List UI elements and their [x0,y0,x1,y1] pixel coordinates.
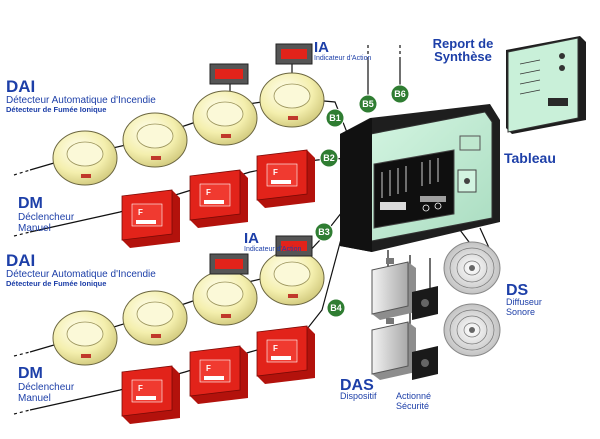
call-point-letter: F [273,168,278,177]
label-line: Diffuseur [506,297,542,307]
cable-dm-top-dash [13,231,31,237]
cable-dm-bot-dash [13,409,31,415]
smoke-detector-icon [259,72,325,128]
action-indicator-icon [209,63,249,85]
smoke-detector-icon [122,290,188,346]
label-line: Détecteur de Fumée Ionique [6,105,106,114]
label-line: Sonore [506,307,535,317]
label-title: DAS [340,377,374,394]
action-indicator-icon [275,235,313,257]
bus-label: B5 [362,99,374,109]
label-title: IA [314,39,329,56]
cable-dai-top-dash [13,169,31,176]
das-module-icon [371,318,438,380]
ia-indicators [209,43,313,275]
smoke-detector-icon [192,270,258,326]
siren-icon [443,241,501,295]
label-dm-top: DM Déclencheur Manuel [18,195,75,234]
dm-row-bot: F F F [121,325,315,424]
bus-label: B2 [323,153,335,163]
label-das: DAS Dispositif Actionné Sécurité [340,377,431,411]
manual-call-point-icon: F [189,169,248,228]
manual-call-point-icon: F [121,189,180,248]
label-dai-top: DAI Détecteur Automatique d'Incendie Dét… [6,77,156,114]
bus-badge-b3: B3 [314,222,334,242]
bus-badge-b5: B5 [358,94,378,114]
bus-badge-b2: B2 [319,148,339,168]
call-point-letter: F [138,208,143,217]
label-dm-bot: DM Déclencheur Manuel [18,365,75,404]
manual-call-point-icon: F [121,365,180,424]
cable-report-dash [367,45,401,60]
label-line: Manuel [18,223,51,234]
bus-label: B3 [318,227,330,237]
smoke-detector-icon [52,130,118,186]
bus-badge-b4: B4 [326,298,346,318]
label-line: Détecteur Automatique d'Incendie [6,269,156,280]
label-title: DAI [6,251,35,270]
manual-call-point-icon: F [256,149,315,208]
label-report: Report de Synthèse [433,36,494,64]
dai-row-top [52,72,325,186]
call-point-letter: F [138,384,143,393]
label-line: Déclencheur [18,212,75,223]
bus-label: B4 [330,303,342,313]
label-line: Dispositif [340,391,377,401]
dm-row-top: F F F [121,149,315,248]
siren-icon [443,303,501,357]
label-title: IA [244,230,259,247]
call-point-letter: F [206,364,211,373]
control-panel [340,104,500,252]
label-line: Report de [433,36,494,51]
das-modules [371,258,438,380]
bus-badge-b1: B1 [325,108,345,128]
bus-label: B6 [394,89,406,99]
label-ds: DS Diffuseur Sonore [506,282,542,317]
label-title: DM [18,365,43,382]
call-point-letter: F [206,188,211,197]
action-indicator-icon [275,43,313,65]
label-title: DM [18,195,43,212]
label-line: Détecteur de Fumée Ionique [6,279,106,288]
panel-display [373,149,455,229]
label-ia-mid: IA Indicateur d'Action [244,230,301,253]
call-point-letter: F [273,344,278,353]
smoke-detector-icon [52,310,118,366]
cable-dm-bot [29,227,345,411]
bus-label: B1 [329,113,341,123]
ds-sirens [443,241,501,357]
smoke-detector-icon [122,112,188,168]
dai-row-mid [52,250,325,366]
label-tableau: Tableau [504,150,556,166]
cable-dai-mid-dash [13,351,31,357]
panel-lock [457,169,477,193]
label-line: Sécurité [396,401,429,411]
smoke-detector-icon [259,250,325,306]
label-title: DAI [6,77,35,96]
label-line: Synthèse [434,49,492,64]
label-ia-top: IA Indicateur d'Action [314,39,371,62]
action-indicator-icon [209,253,249,275]
label-dai-mid: DAI Détecteur Automatique d'Incendie Dét… [6,251,156,288]
label-line: Manuel [18,393,51,404]
label-line: Actionné [396,391,431,401]
label-line: Détecteur Automatique d'Incendie [6,95,156,106]
label-line: Indicateur d'Action [244,246,301,253]
manual-call-point-icon: F [256,325,315,384]
label-title: DS [506,282,529,299]
bus-badges: B1 B2 B3 B4 B5 B6 [314,84,410,318]
smoke-detector-icon [192,90,258,146]
label-line: Indicateur d'Action [314,55,371,62]
bus-badge-b6: B6 [390,84,410,104]
das-module-icon [371,258,438,320]
report-synthese-box [506,36,586,134]
manual-call-point-icon: F [189,345,248,404]
label-line: Déclencheur [18,382,75,393]
